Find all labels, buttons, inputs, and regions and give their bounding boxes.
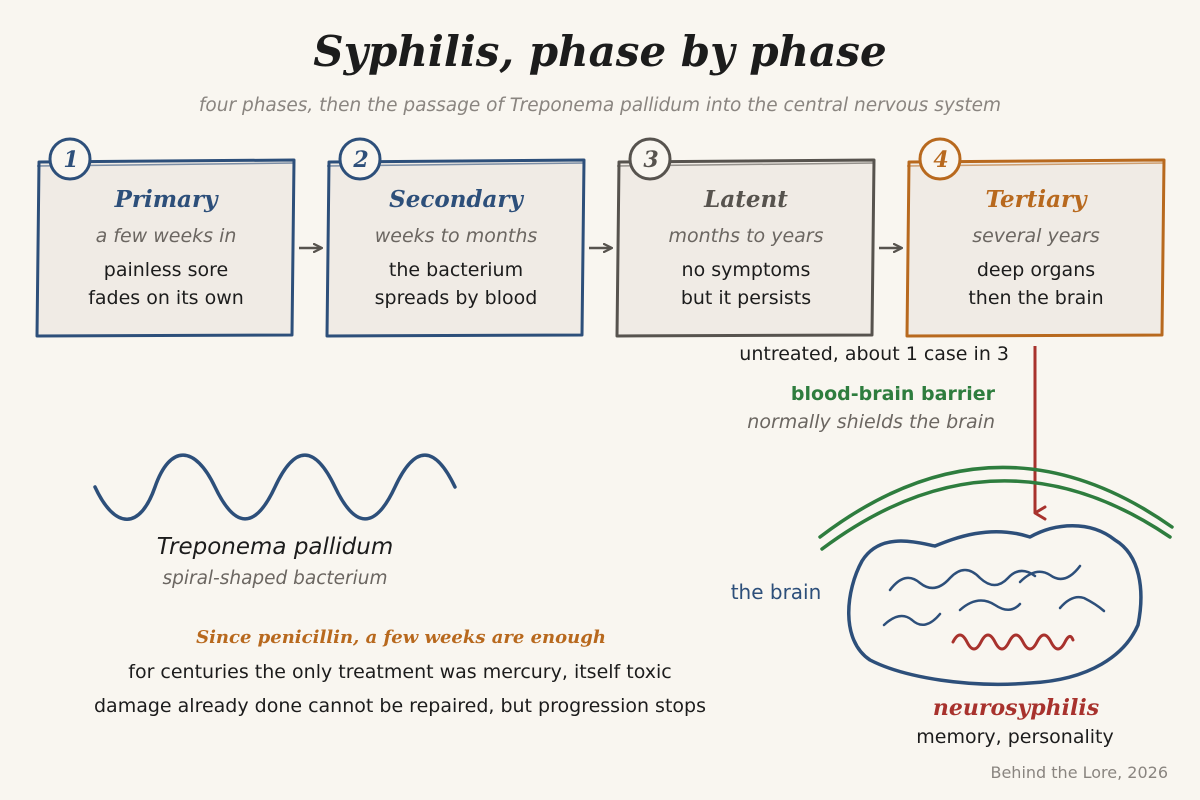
phase-duration: several years	[972, 225, 1100, 247]
treatment-line-1: for centuries the only treatment was mer…	[128, 661, 671, 683]
phase-card-primary: 1 Primary a few weeks in painless sore f…	[35, 137, 296, 338]
page-subtitle: four phases, then the passage of Trepone…	[199, 95, 1001, 116]
phase-description-line-2: fades on its own	[88, 287, 244, 309]
phase-duration: weeks to months	[375, 225, 538, 247]
barrier-note: normally shields the brain	[747, 411, 995, 433]
brain-label: the brain	[731, 580, 822, 604]
page-title: Syphilis, phase by phase	[313, 27, 886, 76]
blood-brain-barrier	[818, 465, 1174, 551]
phase-duration: a few weeks in	[96, 225, 237, 247]
phase-description-line-2: but it persists	[681, 287, 811, 309]
phase-description-line-1: painless sore	[104, 259, 228, 281]
phase-description-line-2: spreads by blood	[375, 287, 538, 309]
untreated-note: untreated, about 1 case in 3	[739, 343, 1009, 365]
bacterium-spiral	[93, 453, 457, 521]
barrier-label: blood-brain barrier	[791, 383, 996, 405]
phase-name: Secondary	[389, 186, 524, 213]
phase-number-badge: 4	[918, 137, 962, 181]
phase-number: 3	[643, 147, 658, 173]
phase-number-badge: 3	[628, 137, 672, 181]
credit: Behind the Lore, 2026	[990, 763, 1168, 782]
phase-duration: months to years	[668, 225, 823, 247]
phase-number: 4	[933, 147, 948, 173]
phase-name: Latent	[703, 186, 788, 213]
phase-number: 1	[63, 147, 78, 173]
infection-squiggle	[951, 633, 1075, 651]
phase-name: Tertiary	[986, 186, 1089, 213]
phase-card-tertiary: 4 Tertiary several years deep organs the…	[905, 137, 1166, 338]
phase-description-line-1: the bacterium	[389, 259, 523, 281]
phase-name: Primary	[114, 186, 220, 213]
phase-number: 2	[352, 147, 368, 173]
phase-card-secondary: 2 Secondary weeks to months the bacteriu…	[325, 137, 586, 338]
bacterium-name: Treponema pallidum	[157, 534, 394, 560]
brain-illustration	[847, 524, 1143, 687]
phase-card-latent: 3 Latent months to years no symptoms but…	[615, 137, 876, 338]
phase-number-badge: 2	[338, 137, 382, 181]
neurosyphilis-label: neurosyphilis	[933, 695, 1099, 721]
treatment-headline: Since penicillin, a few weeks are enough	[196, 627, 606, 648]
phase-number-badge: 1	[48, 137, 92, 181]
treatment-line-2: damage already done cannot be repaired, …	[94, 695, 706, 717]
phase-description-line-1: no symptoms	[682, 259, 811, 281]
neurosyphilis-note: memory, personality	[916, 726, 1114, 748]
bacterium-note: spiral-shaped bacterium	[162, 568, 387, 589]
phase-description-line-1: deep organs	[977, 259, 1095, 281]
phase-description-line-2: then the brain	[968, 287, 1103, 309]
